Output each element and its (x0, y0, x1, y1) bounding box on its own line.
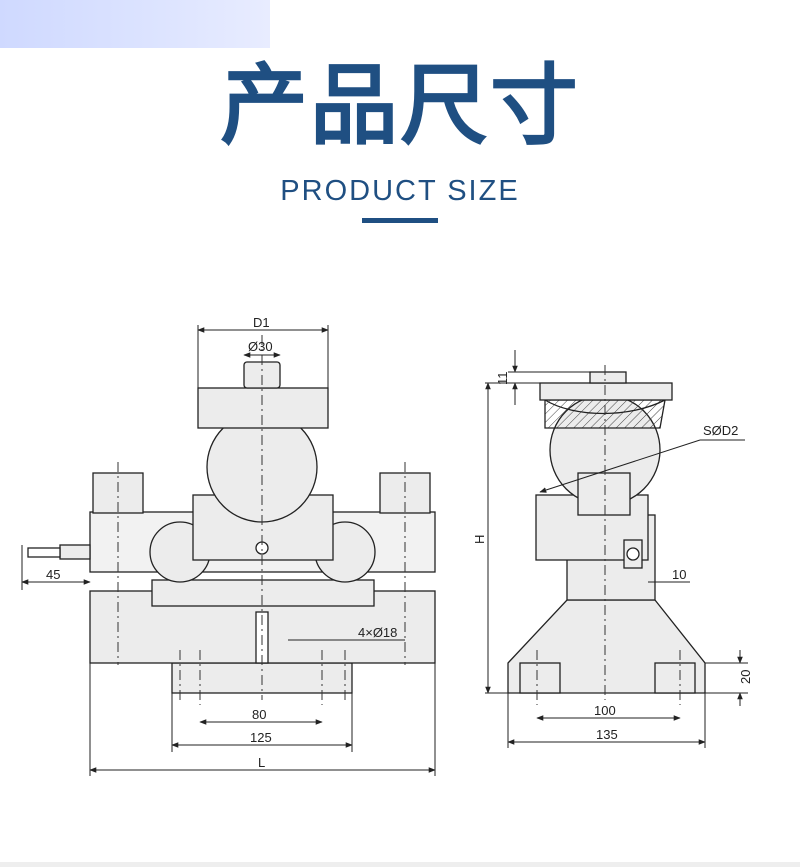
title-underline (362, 218, 438, 223)
dim-label-135: 135 (596, 727, 618, 742)
dim-label-l: L (258, 755, 265, 770)
dim-label-20: 20 (738, 670, 753, 684)
dim-label-10: 10 (672, 567, 686, 582)
side-dimension-labels: SØD2 11 H 10 20 100 135 (472, 372, 753, 743)
corner-decoration (0, 0, 270, 48)
front-centerlines (117, 335, 406, 705)
dim-label-80: 80 (252, 707, 266, 722)
dim-label-bore: Ø30 (248, 339, 273, 354)
side-base-right-foot (654, 662, 696, 694)
dim-label-125: 125 (250, 730, 272, 745)
side-top-pin (589, 371, 627, 384)
side-nut-hole (626, 547, 640, 561)
page-subtitle: PRODUCT SIZE (280, 175, 520, 207)
cable-thread (27, 547, 61, 558)
cable-connector (59, 544, 91, 560)
dim-label-cable: 45 (46, 567, 60, 582)
front-platform (151, 579, 375, 607)
page-title: 产品尺寸 (219, 54, 580, 157)
side-dimension-lines (485, 350, 748, 748)
side-cap-seat (544, 399, 666, 415)
dim-label-ball: SØD2 (703, 423, 738, 438)
front-dimension-lines (21, 325, 436, 776)
side-view (507, 371, 706, 694)
dim-label-11: 11 (495, 372, 510, 386)
front-view (27, 361, 436, 694)
front-top-cap (197, 387, 329, 429)
side-base-left-foot (519, 662, 561, 694)
front-dimension-labels: D1 Ø30 45 4×Ø18 80 125 L (46, 315, 397, 770)
dim-label-holes: 4×Ø18 (358, 625, 397, 640)
dim-label-h: H (472, 535, 487, 544)
side-top-plate (539, 382, 673, 401)
dim-label-100: 100 (594, 703, 616, 718)
side-pin (577, 472, 631, 516)
side-centerlines (536, 365, 681, 705)
bottom-divider (0, 862, 800, 867)
dim-label-d1: D1 (253, 315, 270, 330)
